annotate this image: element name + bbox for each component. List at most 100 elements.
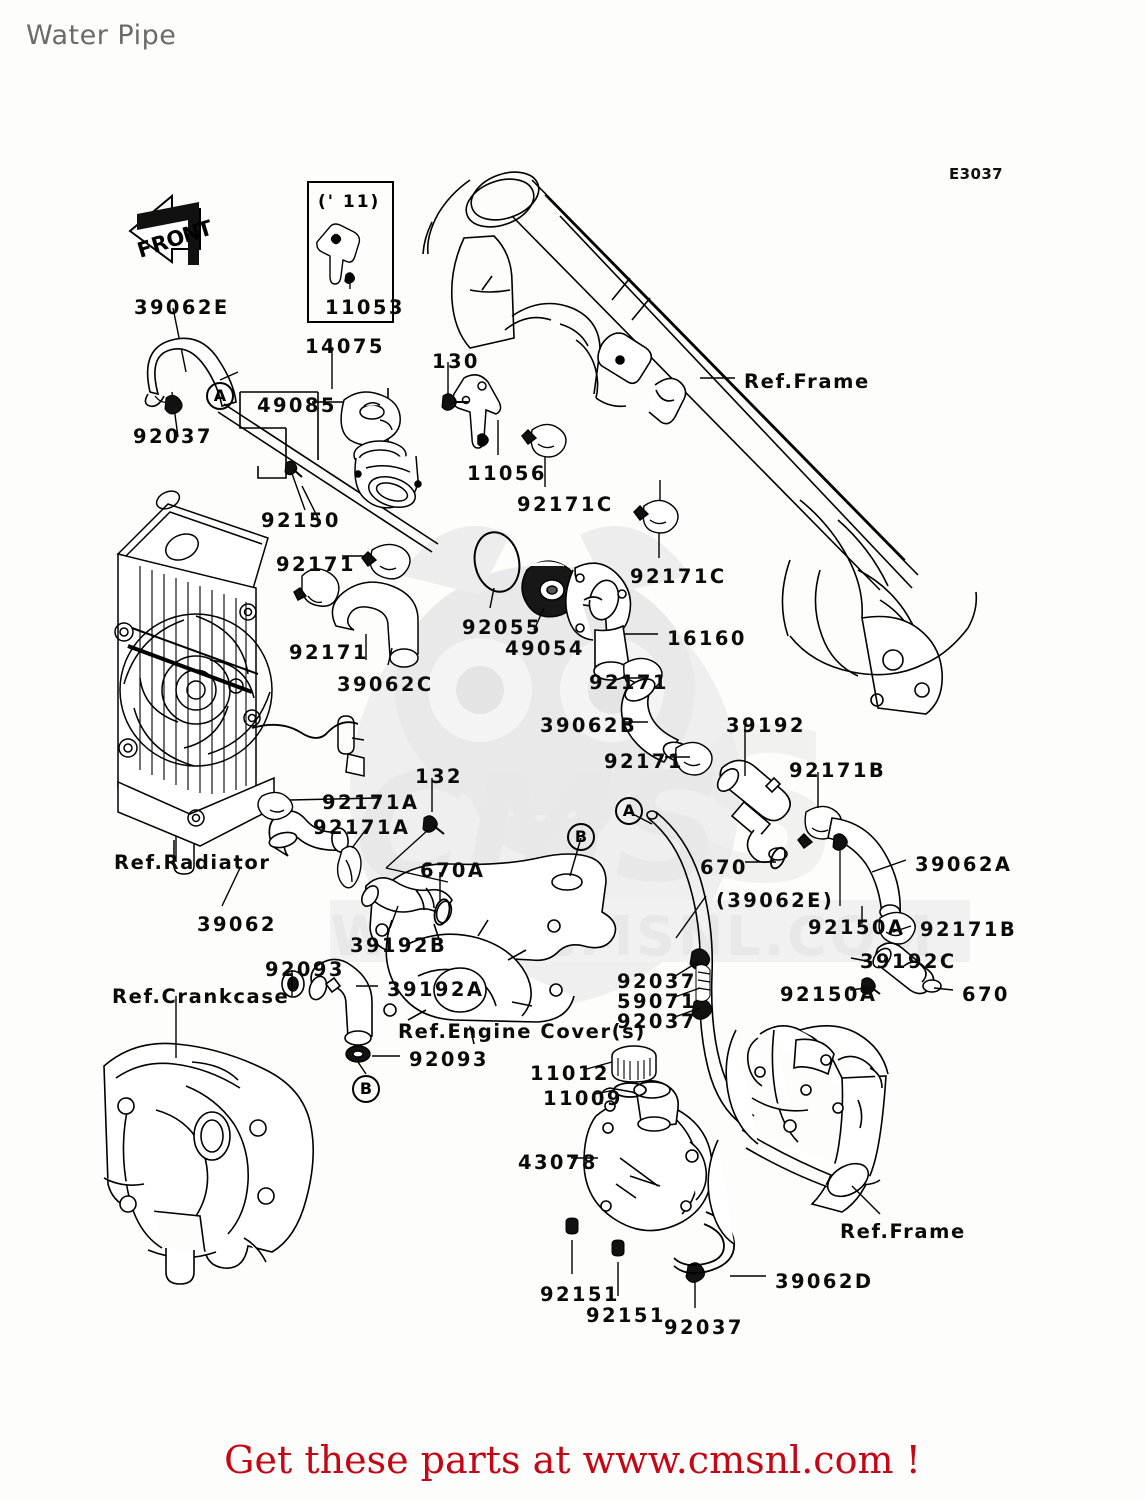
part-label-39062b[interactable]: 39062B [540, 714, 638, 737]
part-label-92171a[interactable]: 92171A [322, 791, 420, 814]
part-label-92037[interactable]: 92037 [664, 1316, 744, 1339]
part-label-39192c[interactable]: 39192C [860, 950, 957, 973]
part-label-92150[interactable]: 92150 [261, 509, 341, 532]
callout-ca2: A [615, 797, 643, 825]
frame-lower-drawing [741, 1025, 889, 1213]
bracket-11056 [451, 374, 502, 449]
clamp-92171A-2 [336, 845, 362, 889]
part-label-11053[interactable]: 11053 [325, 296, 405, 319]
part-label-11012[interactable]: 11012 [530, 1062, 610, 1085]
inset-box-11053 [307, 181, 394, 323]
part-label-16160[interactable]: 16160 [667, 627, 747, 650]
part-label-670[interactable]: 670 [700, 856, 748, 879]
grommet-92093-a [281, 970, 305, 998]
pipe-39192 [716, 759, 791, 864]
part-label-92171b[interactable]: 92171B [920, 918, 1018, 941]
part-label-39192b[interactable]: 39192B [350, 934, 448, 957]
elbow-39192A [308, 958, 373, 1046]
part-label-92150a[interactable]: 92150A [808, 916, 906, 939]
part-label-39062[interactable]: 39062 [197, 913, 277, 936]
part-label-39062d[interactable]: 39062D [775, 1270, 874, 1293]
part-label-refframe[interactable]: Ref.Frame [744, 370, 870, 393]
inset-year-note: (' 11) [318, 192, 380, 212]
part-label-92171[interactable]: 92171 [276, 553, 356, 576]
part-label-92037[interactable]: 92037 [617, 1010, 697, 1033]
part-label-670a[interactable]: 670A [420, 859, 486, 882]
diagram-linework: CMS WWW.CMSNL.COM WWW.CMSNL.COM S F R O … [103, 171, 978, 1308]
part-label-39062e[interactable]: (39062E) [716, 889, 835, 912]
filler-neck-14075 [353, 440, 422, 509]
part-label-92171b[interactable]: 92171B [789, 759, 887, 782]
part-label-92055[interactable]: 92055 [462, 616, 542, 639]
svg-text:N: N [179, 220, 203, 248]
thermostat-49054 [521, 560, 578, 618]
part-label-92037[interactable]: 92037 [133, 425, 213, 448]
part-label-92171[interactable]: 92171 [589, 671, 669, 694]
frame-upper-drawing [422, 171, 978, 715]
thermostat-housing-16160 [565, 562, 632, 681]
part-label-49054[interactable]: 49054 [505, 637, 585, 660]
cap-11012 [611, 1045, 657, 1083]
part-label-92151[interactable]: 92151 [586, 1304, 666, 1327]
part-label-132[interactable]: 132 [415, 765, 463, 788]
bolts-92151 [565, 1217, 625, 1257]
part-label-92093[interactable]: 92093 [409, 1048, 489, 1071]
part-label-92150a[interactable]: 92150A [780, 983, 878, 1006]
diagram-code: E3037 [949, 165, 1003, 183]
callout-ca1: A [206, 382, 234, 410]
part-label-92171[interactable]: 92171 [289, 641, 369, 664]
bolt-130 [441, 393, 468, 411]
part-label-92171c[interactable]: 92171C [630, 565, 727, 588]
radiator-assembly [114, 490, 365, 875]
front-marker-graphic [128, 193, 201, 265]
part-label-refframe[interactable]: Ref.Frame [840, 1220, 966, 1243]
part-label-59071[interactable]: 59071 [617, 990, 697, 1013]
part-label-refcrankcase[interactable]: Ref.Crankcase [112, 985, 290, 1008]
part-label-92171c[interactable]: 92171C [517, 493, 614, 516]
svg-text:R: R [148, 230, 170, 258]
part-label-11056[interactable]: 11056 [467, 462, 547, 485]
part-label-39062e[interactable]: 39062E [134, 296, 230, 319]
oring-670A [433, 898, 451, 926]
part-label-39062a[interactable]: 39062A [915, 853, 1013, 876]
crankcase-ref [103, 1042, 314, 1285]
bolt-132 [422, 815, 445, 835]
part-label-92171[interactable]: 92171 [604, 750, 684, 773]
part-label-92093[interactable]: 92093 [265, 958, 345, 981]
part-label-43078[interactable]: 43078 [518, 1151, 598, 1174]
part-label-11009[interactable]: 11009 [543, 1087, 623, 1110]
hose-39062 [268, 810, 349, 857]
parts-diagram-canvas: CMS WWW.CMSNL.COM WWW.CMSNL.COM S F R O … [103, 171, 978, 1308]
footer-promo: Get these parts at www.cmsnl.com ! [224, 1438, 921, 1482]
engine-cover-ref [369, 853, 617, 1045]
leader-lines-mid [175, 371, 954, 1308]
part-label-refenginecovers[interactable]: Ref.Engine Cover(s) [398, 1020, 646, 1043]
clamp-92171-39062B [675, 741, 713, 776]
bolt-92150A-2 [860, 977, 881, 995]
bolt-92150A-1 [832, 833, 848, 906]
part-label-92037[interactable]: 92037 [617, 970, 697, 993]
clamp-92171-upper [293, 568, 340, 607]
part-label-130[interactable]: 130 [432, 350, 480, 373]
grommet-92093-b [345, 1045, 371, 1063]
part-label-39192a[interactable]: 39192A [387, 978, 485, 1001]
bolt-92150 [284, 460, 303, 478]
clamp-92171C-1 [521, 423, 567, 458]
part-label-670[interactable]: 670 [962, 983, 1010, 1006]
bracket-11053-part [316, 223, 361, 285]
radiator-cap-49085 [340, 391, 401, 446]
part-label-14075[interactable]: 14075 [305, 335, 385, 358]
part-label-92171a[interactable]: 92171A [313, 816, 411, 839]
callout-cb1: B [567, 823, 595, 851]
leader-132-bracket [385, 829, 449, 883]
pipe-39192B [361, 877, 453, 924]
clip-92037-a [164, 394, 183, 415]
part-label-39192[interactable]: 39192 [726, 714, 806, 737]
oring-92055 [473, 531, 521, 593]
oring-670 [770, 846, 786, 870]
part-label-refradiator[interactable]: Ref.Radiator [114, 851, 271, 874]
part-label-39062c[interactable]: 39062C [337, 673, 434, 696]
clips-92037-59071 [689, 948, 713, 1020]
part-label-49085[interactable]: 49085 [257, 394, 337, 417]
part-label-92151[interactable]: 92151 [540, 1283, 620, 1306]
